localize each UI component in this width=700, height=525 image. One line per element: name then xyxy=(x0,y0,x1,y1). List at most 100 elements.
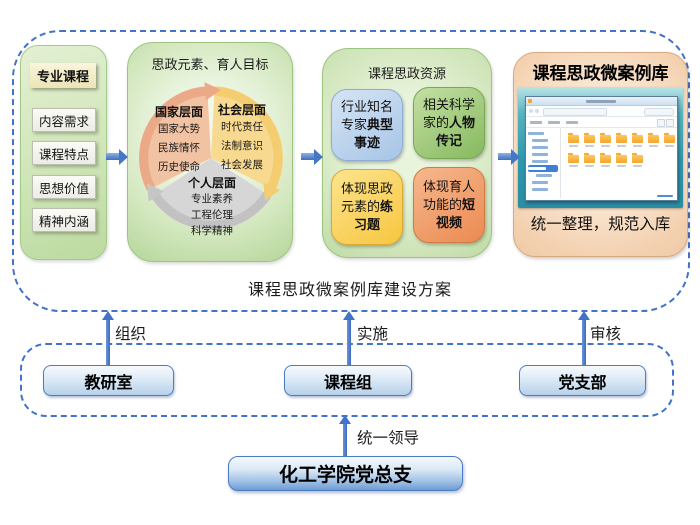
fm-sidebar-item xyxy=(526,137,560,144)
folder-icon xyxy=(629,153,645,167)
folder-icon xyxy=(565,133,581,147)
panel-course-resources: 课程思政资源 行业知名专家典型事迹 相关科学家的人物传记 体现思政元素的练习题 … xyxy=(322,48,492,258)
file-manager-window xyxy=(525,96,678,201)
sector-personal-level: 个人层面 专业素养 工程伦理 科学精神 xyxy=(179,174,245,239)
folder-icon xyxy=(581,133,597,147)
cycle-arrowhead-icon xyxy=(146,183,164,202)
governance-box-course-group: 课程组 xyxy=(284,365,412,396)
fm-sidebar-item xyxy=(528,165,558,172)
fm-status-text xyxy=(657,194,673,197)
folder-icon xyxy=(613,153,629,167)
fm-sidebar-item xyxy=(526,130,560,137)
sector-item: 时代责任 xyxy=(221,121,263,133)
panel2-title: 思政元素、育人目标 xyxy=(151,57,269,72)
panel4-note: 统一整理，规范入库 xyxy=(530,216,671,233)
arrow-label-organize: 组织 xyxy=(115,326,147,343)
file-manager-screenshot xyxy=(518,87,683,208)
cycle-diagram xyxy=(139,82,283,231)
plan-caption: 课程思政微案例库建设方案 xyxy=(247,282,452,299)
up-arrow-icon xyxy=(342,311,355,365)
fm-folder-grid xyxy=(561,128,677,198)
arrow-label-review: 审核 xyxy=(590,326,622,343)
sector-item: 历史使命 xyxy=(158,161,200,173)
card-text: 相关科学家的 xyxy=(422,97,475,131)
right-arrow-icon xyxy=(301,148,323,165)
right-arrow-icon xyxy=(106,148,128,165)
fm-sidebar-item xyxy=(526,186,560,193)
governance-box-party-branch: 党支部 xyxy=(519,365,646,396)
panel3-title: 课程思政资源 xyxy=(367,66,446,81)
forward-icon xyxy=(535,109,539,113)
panel-ideological-elements: 思政元素、育人目标 国家层面 国家大势 民族情怀 历史使命 xyxy=(127,42,293,262)
folder-icon xyxy=(629,133,645,147)
cycle-arrowhead-icon xyxy=(204,82,222,101)
fm-titlebar xyxy=(526,97,677,106)
sector-item: 科学精神 xyxy=(191,225,233,237)
fm-title-text xyxy=(586,100,616,103)
resource-card-scientist-biography: 相关科学家的人物传记 xyxy=(413,87,485,159)
sector-item: 专业素养 xyxy=(191,193,233,205)
fm-action-button xyxy=(566,120,578,124)
fm-action-button xyxy=(530,120,542,124)
app-icon xyxy=(528,99,532,103)
sector-item: 国家大势 xyxy=(158,123,200,135)
panel-micro-case-library: 课程思政微案例库 xyxy=(513,52,688,257)
sector-name: 个人层面 xyxy=(187,176,236,190)
course-aspect-item: 课程特点 xyxy=(32,141,96,165)
fm-sidebar-item xyxy=(526,151,560,158)
sector-name: 社会层面 xyxy=(217,103,266,117)
sector-item: 工程伦理 xyxy=(191,209,233,221)
fm-action-bar xyxy=(526,117,677,128)
folder-icon xyxy=(613,133,629,147)
back-icon xyxy=(529,109,533,113)
right-arrow-icon xyxy=(498,148,520,165)
card-text-bold: 典型事迹 xyxy=(353,117,394,150)
sector-item: 社会发展 xyxy=(221,159,263,171)
fm-sidebar xyxy=(526,128,561,198)
up-arrow-icon xyxy=(338,415,351,456)
arrow-label-unified-leadership: 统一领导 xyxy=(357,430,420,447)
folder-icon xyxy=(661,133,677,147)
folder-icon xyxy=(581,153,597,167)
panel-professional-course: 专业课程 内容需求 课程特点 思想价值 精神内涵 xyxy=(20,45,107,260)
card-text: 体现育人功能的 xyxy=(422,179,475,213)
fm-sidebar-item xyxy=(526,172,560,179)
card-text: 体现思政元素的 xyxy=(340,181,393,215)
resource-card-short-videos: 体现育人功能的短视频 xyxy=(413,167,485,243)
resource-card-expert-deeds: 行业知名专家典型事迹 xyxy=(331,89,403,161)
leader-box-party-general-branch: 化工学院党总支 xyxy=(228,456,463,491)
professional-course-header: 专业课程 xyxy=(30,63,96,88)
arrow-label-implement: 实施 xyxy=(357,326,389,343)
sector-item: 法制意识 xyxy=(221,140,263,152)
folder-icon xyxy=(597,153,613,167)
folder-icon xyxy=(597,133,613,147)
sector-name: 国家层面 xyxy=(154,105,203,119)
fm-view-toggle-icon xyxy=(666,119,674,127)
fm-sidebar-item xyxy=(526,144,560,151)
fm-action-button xyxy=(548,120,560,124)
sector-item: 民族情怀 xyxy=(158,142,200,154)
folder-icon xyxy=(645,133,661,147)
cycle-arrowhead-icon xyxy=(263,182,280,201)
sector-social-level: 社会层面 时代责任 法制意识 社会发展 xyxy=(210,101,274,175)
course-aspect-item: 精神内涵 xyxy=(32,208,96,232)
panel4-title: 课程思政微案例库 xyxy=(532,64,669,83)
card-text-bold: 练习题 xyxy=(353,199,394,232)
card-text-bold: 人物传记 xyxy=(435,115,476,148)
fm-sidebar-item xyxy=(526,179,560,186)
fm-view-toggle-icon xyxy=(657,119,665,127)
folder-icon xyxy=(565,153,581,167)
sector-national-level: 国家层面 国家大势 民族情怀 历史使命 xyxy=(147,103,211,177)
course-aspect-item: 内容需求 xyxy=(32,108,96,132)
fm-navigation-bar xyxy=(526,106,677,117)
fm-sidebar-item xyxy=(526,158,560,165)
card-text: 行业知名专家 xyxy=(340,99,393,133)
up-arrow-icon xyxy=(101,311,114,365)
fm-path-bar xyxy=(543,108,607,116)
fm-search-box xyxy=(644,108,674,116)
course-aspect-item: 思想价值 xyxy=(32,175,96,199)
governance-box-teaching-office: 教研室 xyxy=(43,365,174,396)
resource-card-exercises: 体现思政元素的练习题 xyxy=(331,169,403,245)
up-arrow-icon xyxy=(577,311,590,365)
